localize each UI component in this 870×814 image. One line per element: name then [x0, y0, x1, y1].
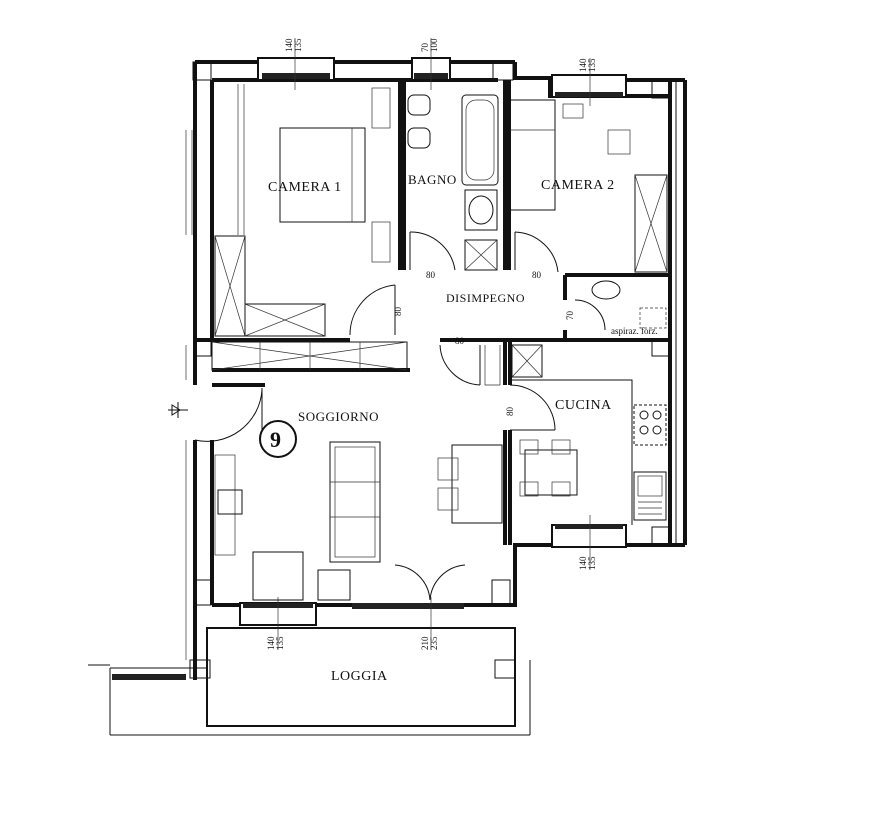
- sofa: [329, 441, 381, 563]
- label-camera2: CAMERA 2: [541, 178, 615, 193]
- toilet: [407, 127, 431, 149]
- wardrobe-soggiorno: [211, 341, 408, 371]
- dim-closet-door: 70: [565, 311, 575, 321]
- dim-cucina-door: 80: [505, 407, 515, 417]
- label-loggia: LOGGIA: [331, 669, 388, 684]
- dim-cucina-h: 135: [587, 556, 597, 570]
- furniture: [168, 84, 668, 601]
- unit-number-badge: 9: [259, 420, 297, 458]
- dim-cucina-w: 140: [578, 556, 588, 570]
- door-dimensions: 80 80 80 80 70 80: [393, 270, 575, 416]
- dim-soggiorno-w: 140: [266, 636, 276, 650]
- dim-bagno-w: 70: [420, 43, 430, 53]
- window-dimensions: 140 135 70 100 140 135 140 135 140 135 2…: [266, 38, 597, 650]
- dim-bagno-door: 80: [426, 270, 436, 280]
- dim-camera1-door: 80: [393, 307, 403, 317]
- shower: [464, 239, 498, 271]
- label-disimpegno: DISIMPEGNO: [446, 291, 525, 305]
- dim-soggiorno-h: 135: [275, 636, 285, 650]
- unit-number: 9: [270, 427, 281, 452]
- boiler: [591, 280, 621, 300]
- dim-camera2-door: 80: [532, 270, 542, 280]
- sideboard: [451, 444, 503, 524]
- room-labels: CAMERA 1 BAGNO CAMERA 2 DISIMPEGNO SOGGI…: [268, 172, 658, 684]
- kitchen-table: [524, 449, 578, 496]
- bed-camera2: [509, 99, 556, 211]
- dim-disimpegno-door: 80: [455, 336, 465, 346]
- label-camera1: CAMERA 1: [268, 180, 342, 195]
- dim-camera1-h: 135: [293, 38, 303, 52]
- dim-camera1-w: 140: [284, 38, 294, 52]
- label-soggiorno: SOGGIORNO: [298, 409, 379, 424]
- armchair: [252, 551, 304, 601]
- wardrobe-camera2: [634, 174, 668, 273]
- dim-soggiorno-door-w: 210: [420, 636, 430, 650]
- bed-camera1: [279, 127, 366, 223]
- kitchen-sink: [633, 471, 667, 521]
- dim-camera2-w: 140: [578, 58, 588, 72]
- bathtub: [461, 94, 499, 186]
- label-bagno: BAGNO: [408, 172, 457, 187]
- dim-bagno-h: 100: [429, 38, 439, 52]
- label-cucina: CUCINA: [555, 398, 612, 413]
- sink: [464, 189, 498, 231]
- doors: [194, 231, 606, 601]
- label-aspiraz: aspiraz. forz.: [611, 326, 658, 336]
- bidet: [407, 94, 431, 116]
- wardrobe-camera1: [214, 235, 246, 337]
- dim-camera2-h: 135: [587, 58, 597, 72]
- stove: [633, 404, 667, 446]
- entrance-icon: [168, 402, 188, 418]
- internal-walls: [212, 80, 670, 545]
- dim-soggiorno-door-h: 235: [429, 636, 439, 650]
